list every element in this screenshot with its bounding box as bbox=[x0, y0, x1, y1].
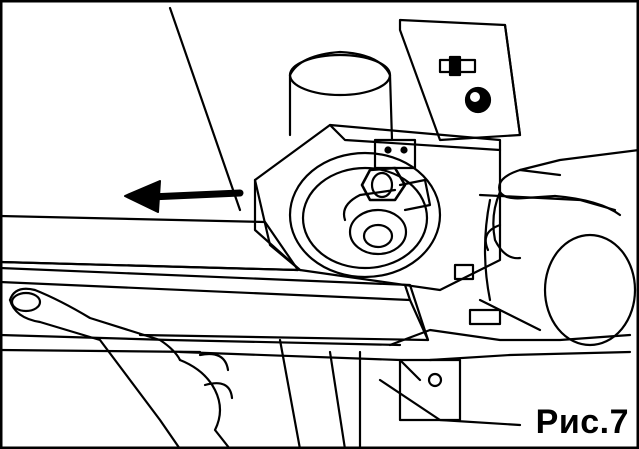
motor-top bbox=[288, 50, 394, 142]
base-rail bbox=[0, 328, 632, 449]
bolt-bracket bbox=[360, 138, 432, 212]
workpiece-board bbox=[0, 214, 430, 342]
right-hand bbox=[484, 148, 639, 260]
left-hand bbox=[8, 287, 234, 449]
arrow-left-icon bbox=[124, 180, 244, 213]
background-line bbox=[168, 6, 242, 212]
grinding-wheel bbox=[288, 151, 442, 279]
figure-caption: Рис.7 bbox=[535, 403, 629, 441]
control-box bbox=[398, 18, 522, 142]
head-housing bbox=[253, 123, 502, 292]
